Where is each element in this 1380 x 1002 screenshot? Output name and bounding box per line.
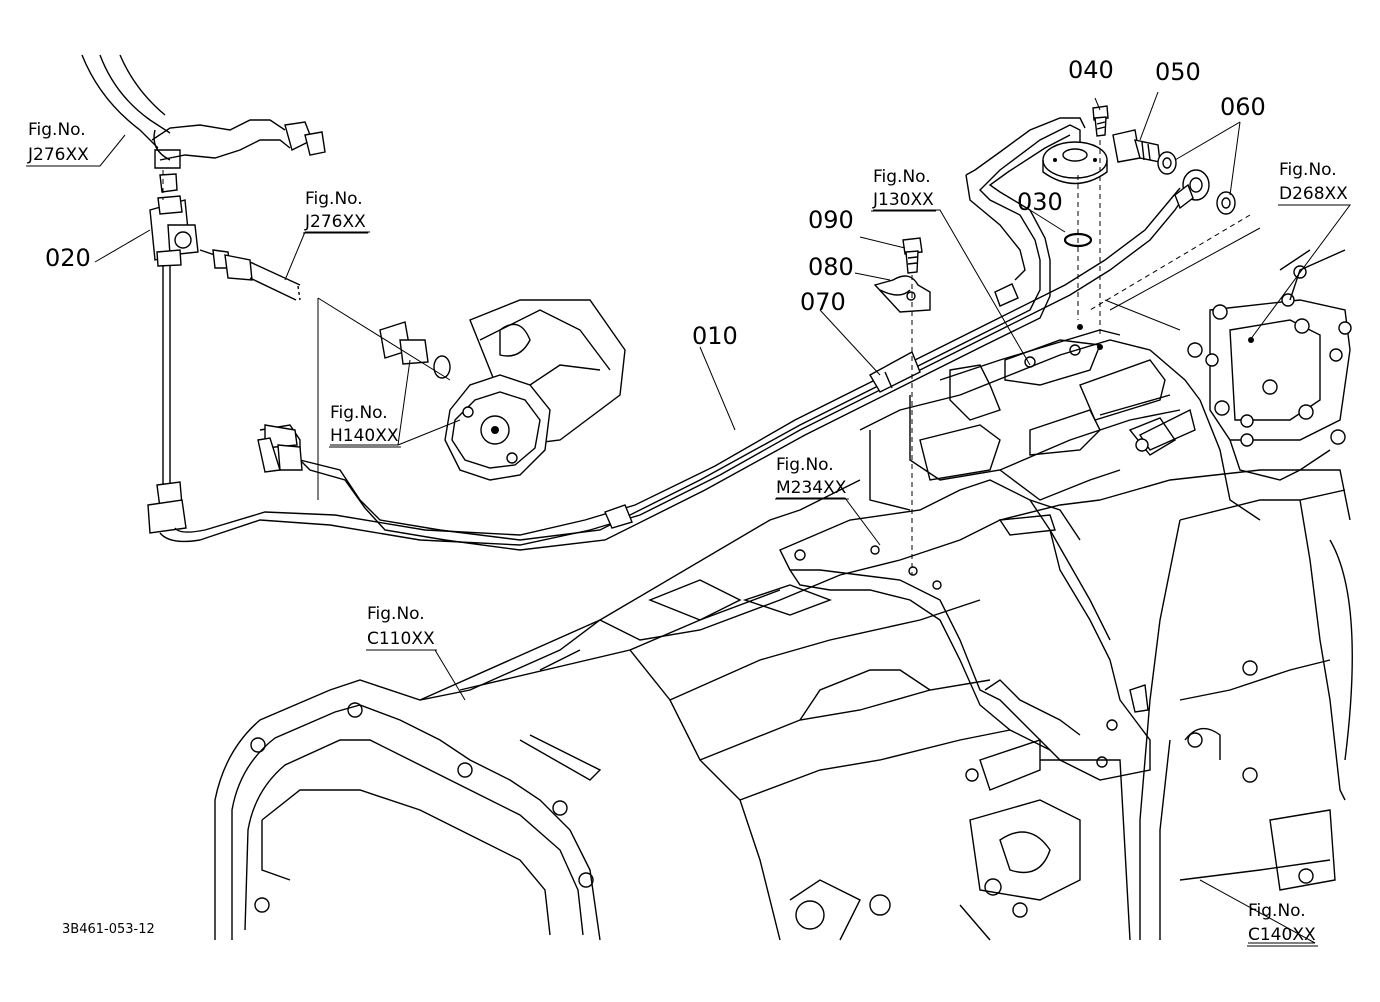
fig-ref-h140xx[interactable]: Fig.No. H140XX (329, 403, 401, 448)
fig-prefix: Fig.No. (873, 167, 931, 187)
fig-prefix: Fig.No. (305, 189, 363, 209)
bolt-040 (1092, 105, 1109, 137)
drawing-code: 3B461-053-12 (62, 922, 155, 937)
hydraulic-pump (379, 299, 626, 481)
fig-code: H140XX (330, 426, 399, 446)
label-080[interactable]: 080 (808, 253, 854, 281)
fig-code: C140XX (1248, 925, 1316, 945)
part-labels: 010 020 030 040 050 060 070 080 090 (45, 56, 1266, 350)
pipe-010 (257, 117, 1086, 551)
banjo-bolt-050 (1112, 129, 1161, 163)
washer-060-b (1216, 191, 1236, 215)
fig-ref-m234xx[interactable]: Fig.No. M234XX (775, 455, 849, 500)
fig-code: J276XX (304, 212, 366, 232)
banjo-eye (1174, 169, 1210, 210)
return-pipe (147, 187, 1186, 546)
fig-code: J276XX (27, 145, 89, 165)
fig-prefix: Fig.No. (330, 403, 388, 423)
label-030[interactable]: 030 (1017, 188, 1063, 216)
fig-ref-d268xx[interactable]: Fig.No. D268XX (1278, 160, 1351, 206)
pipe-flange (1042, 141, 1108, 185)
fig-code: M234XX (776, 478, 847, 498)
fig-code: D268XX (1279, 184, 1348, 204)
figure-refs: Fig.No. J276XX Fig.No. J276XX Fig.No. H1… (26, 120, 1351, 947)
fig-ref-j130xx[interactable]: Fig.No. J130XX (871, 167, 937, 212)
fig-ref-j276xx-top[interactable]: Fig.No. J276XX (26, 120, 92, 167)
fig-prefix: Fig.No. (1248, 901, 1306, 921)
hydraulic-control-block (859, 324, 1261, 521)
fig-ref-c140xx[interactable]: Fig.No. C140XX (1247, 901, 1318, 947)
washer-060-a (1157, 151, 1177, 175)
fig-prefix: Fig.No. (367, 604, 425, 624)
label-020[interactable]: 020 (45, 244, 91, 272)
label-070[interactable]: 070 (800, 288, 846, 316)
transmission-housing (214, 469, 1353, 941)
mount-bracket (779, 479, 1151, 791)
clamp-080 (873, 275, 931, 313)
fig-code: C110XX (367, 629, 435, 649)
label-010[interactable]: 010 (692, 322, 738, 350)
label-050[interactable]: 050 (1155, 58, 1201, 86)
label-090[interactable]: 090 (808, 206, 854, 234)
fig-prefix: Fig.No. (1279, 160, 1337, 180)
top-cover-assembly (1187, 249, 1352, 481)
fig-code: J130XX (872, 190, 934, 210)
label-060[interactable]: 060 (1220, 93, 1266, 121)
bolt-090 (902, 237, 923, 274)
branch-pipe (199, 249, 301, 301)
fig-prefix: Fig.No. (776, 455, 834, 475)
leader-lines (28, 91, 1351, 944)
label-040[interactable]: 040 (1068, 56, 1114, 84)
fig-prefix: Fig.No. (28, 120, 86, 140)
fig-ref-j276xx-mid[interactable]: Fig.No. J276XX (303, 189, 369, 234)
supply-pipe (81, 54, 326, 169)
tee-fitting-020 (149, 173, 199, 267)
fig-ref-c110xx[interactable]: Fig.No. C110XX (366, 604, 437, 651)
